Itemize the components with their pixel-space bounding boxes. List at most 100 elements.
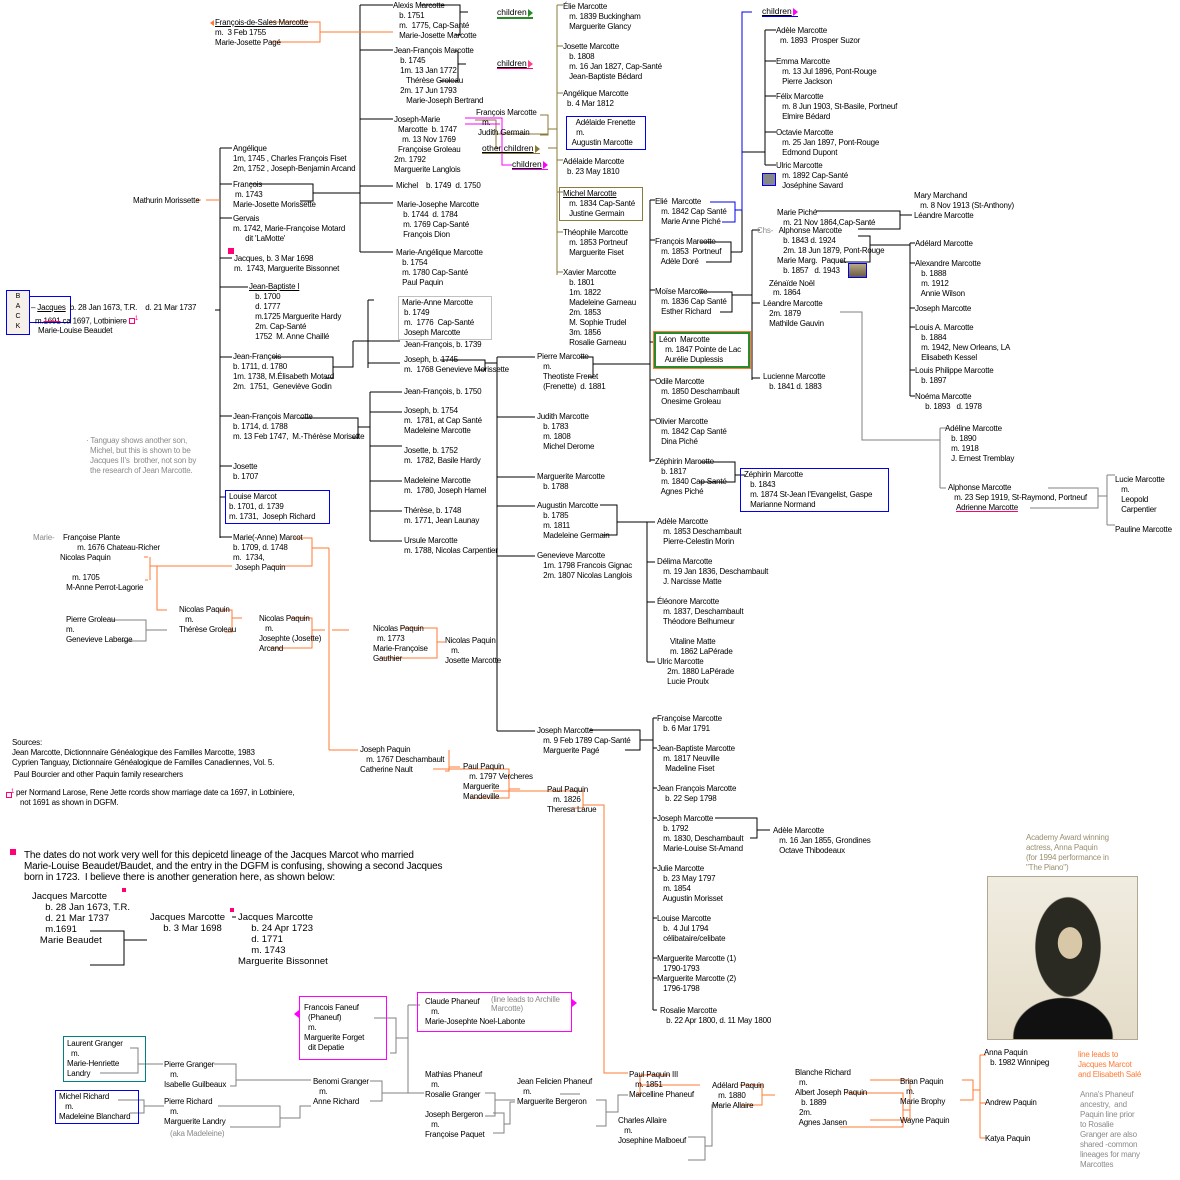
photo-thumbnail-icon[interactable]	[848, 263, 867, 278]
person-louise-box[interactable]: Louise Marcot b. 1701, d. 1739 m. 1731, …	[225, 490, 330, 524]
person-rosalie: Rosalie Marcotte b. 22 Apr 1800, d. 11 M…	[660, 1006, 772, 1025]
person-paul-paquin-iii: Paul Paquin III m. 1851 Marcelline Phane…	[629, 1070, 694, 1099]
person-louis-a: Louis A. Marcotte b. 1884 m. 1942, New O…	[915, 323, 1011, 362]
alt-jacques-1723: Jacques Marcotte b. 24 Apr 1723 d. 1771 …	[238, 912, 328, 967]
person-jacques-1698[interactable]: Jacques, b. 3 Mar 1698 m. 1743, Margueri…	[234, 254, 340, 273]
person-angelique: Angélique 1m, 1745 , Charles François Fi…	[233, 144, 356, 173]
person-pierre-granger: Pierre Granger m. Isabelle Guilbeaux	[164, 1060, 227, 1089]
alt-jacques-1673: Jacques Marcotte b. 28 Jan 1673, T.R. d.…	[32, 891, 131, 946]
person-michel-1749: Michel b. 1749 d. 1750	[396, 181, 481, 190]
person-paul-1797: Paul Paquin m. 1797 Vercheres Marguerite…	[463, 762, 533, 801]
person-benomi-granger: Benomi Granger m. Anne Richard	[313, 1077, 369, 1106]
note-marker-icon	[10, 849, 16, 855]
person-katya-paquin: Katya Paquin	[985, 1134, 1031, 1143]
person-jean-baptiste[interactable]: Jean-Baptiste I b. 1700 d. 1777 m.1725 M…	[249, 282, 342, 341]
root-name-link[interactable]: Jacques	[37, 303, 66, 312]
person-julie: Julie Marcotte b. 23 May 1797 m. 1854 Au…	[657, 864, 723, 903]
children-link-alexis[interactable]: children	[497, 7, 533, 19]
person-chs-alphonse: Alphonse Marcotte b. 1843 d. 1924 2m. 18…	[777, 226, 885, 275]
footnote-text: per Normand Larose, Rene Jette rcords sh…	[16, 788, 295, 807]
other-children-link[interactable]: other children	[482, 143, 540, 154]
person-ursule: Ursule Marcotte m. 1788, Nicolas Carpent…	[404, 536, 498, 555]
note-marker-icon[interactable]	[228, 248, 234, 254]
person-marie-angelique: Marie-Angélique Marcotte b. 1754 m. 1780…	[396, 248, 483, 287]
note-marker-icon	[230, 908, 234, 912]
link-label: children	[762, 6, 792, 16]
root-m: m.	[35, 316, 44, 326]
person-joseph-1792: Joseph Marcotte b. 1792 m. 1830, Descham…	[657, 814, 744, 853]
person-zephirin-1843-box[interactable]: Zéphirin Marcotte b. 1843 m. 1874 St-Jea…	[740, 468, 889, 512]
person-marguerite-2: Marguerite Marcotte (2) 1796-1798	[657, 974, 736, 993]
arrow-left-icon[interactable]	[210, 20, 214, 26]
person-marie-piche: Marie Piché m. 21 Nov 1864,Cap-Santé	[777, 208, 876, 227]
person-genevieve: Genevieve Marcotte 1m. 1798 Francois Gig…	[537, 551, 633, 580]
person-francois-faneuf-box[interactable]: Francois Faneuf (Phaneuf) m. Marguerite …	[299, 996, 387, 1060]
person-mathurin: Mathurin Morissette	[133, 196, 200, 205]
arrow-right-icon	[527, 8, 533, 17]
link-label: children	[497, 58, 527, 68]
person-josette-marcotte: Josette Marcotte b. 1808 m. 16 Jan 1827,…	[563, 42, 662, 81]
person-josette-1707: Josette b. 1707	[233, 462, 259, 481]
footnote-marker-icon	[6, 792, 12, 798]
person-olivier: Olivier Marcotte m. 1842 Cap Santé Dina …	[655, 417, 727, 446]
person-adele-1853: Adèle Marcotte m. 1853 Deschambault Pier…	[657, 517, 742, 546]
person-jf-1739: Jean-François, b. 1739	[404, 340, 482, 349]
person-pierre-richard: Pierre Richard m. Marguerite Landry	[164, 1097, 226, 1126]
root-death: d. 21 Mar 1737	[145, 303, 197, 312]
arrow-right-icon	[542, 160, 548, 169]
person-adelard: Adélard Marcotte	[915, 239, 973, 248]
arrow-right-icon[interactable]	[572, 999, 577, 1007]
person-alexis: Alexis Marcotte b. 1751 m. 1775, Cap-San…	[393, 1, 477, 40]
person-michel-richard-box[interactable]: Michel Richard m. Madeleine Blanchard	[55, 1090, 139, 1124]
person-ulric-1880: Ulric Marcotte 2m. 1880 LaPérade Lucie P…	[657, 657, 734, 686]
person-emma: Emma Marcotte m. 13 Jul 1896, Pont-Rouge…	[776, 57, 877, 86]
person-laurent-granger-box[interactable]: Laurent Granger m. Marie-Henriette Landr…	[63, 1036, 146, 1082]
arrow-left-icon[interactable]	[294, 1010, 299, 1018]
person-albert-joseph-paquin: Blanche Richard m. Albert Joseph Paquin …	[795, 1068, 868, 1127]
back-button[interactable]: B A C K	[6, 290, 30, 335]
person-eleonore: Éléonore Marcotte m. 1837, Deschambault …	[657, 597, 744, 626]
person-louis-philippe: Louis Philippe Marcotte b. 1897	[915, 366, 994, 385]
person-elie: Élie Marcotte m. 1839 Buckingham Marguer…	[563, 2, 641, 31]
person-judith: Judith Marcotte b. 1783 m. 1808 Michel D…	[537, 412, 595, 451]
person-ulric-1892: Ulric Marcotte m. 1892 Cap-Santé Joséphi…	[776, 161, 849, 190]
person-michel-marcotte-box[interactable]: Michel Marcotte m. 1834 Cap-Santé Justin…	[559, 187, 643, 221]
person-adrienne-link[interactable]: Adrienne Marcotte	[956, 503, 1018, 512]
claude-phaneuf-box[interactable]: Claude Phaneuf m. Marie-Josephte Noel-La…	[417, 992, 572, 1032]
link-label: other children	[482, 143, 534, 153]
person-marie-anne-1709: Marie(-Anne) Marcot b. 1709, d. 1748 m. …	[233, 533, 303, 572]
aka-note: (aka Madeleine)	[170, 1129, 225, 1138]
person-marie-anne-1749-box[interactable]: Marie-Anne Marcotte b. 1749 m. 1776 Cap-…	[398, 296, 492, 340]
person-leandre: Léandre Marcotte 2m. 1879 Mathilde Gauvi…	[763, 299, 824, 328]
person-jean-francois-1714: Jean-François Marcotte b. 1714, d. 1788 …	[233, 412, 365, 441]
root-marriage: m.1691 ca 1697, Lotbiniere 1	[35, 314, 138, 327]
sources-note: Sources: Jean Marcotte, Dictionnnaire Gé…	[12, 738, 275, 767]
person-charles-allaire: Charles Allaire m. Josephine Malboeuf	[618, 1116, 687, 1145]
person-xavier: Xavier Marcotte b. 1801 1m. 1822 Madelei…	[563, 268, 636, 347]
person-francois-de-sales[interactable]: François-de-Sales Marcotte m. 3 Feb 1755…	[215, 18, 309, 47]
person-adelaide-frenette-box[interactable]: Adélaide Frenette m. Augustin Marcotte	[566, 116, 646, 150]
person-josette-1752: Josette, b. 1752 m. 1782, Basile Hardy	[404, 446, 481, 465]
children-link-elie[interactable]: children	[762, 6, 798, 17]
person-nicolas-josette[interactable]: Nicolas Paquin m. Josette Marcotte	[445, 636, 501, 665]
person-adeline: Adéline Marcotte b. 1890 m. 1918 J. Erne…	[945, 424, 1015, 463]
back-label: B A C K	[15, 293, 21, 330]
person-gervais: Gervais m. 1742, Marie-Françoise Motard …	[233, 214, 346, 243]
dates-note: The dates do not work very well for this…	[24, 850, 443, 883]
person-leon-box[interactable]: Léon Marcotte m. 1847 Pointe de Lac Auré…	[653, 331, 751, 369]
children-link-josephmarie[interactable]: children	[512, 159, 548, 170]
person-joseph-bergeron: Joseph Bergeron m. Françoise Paquet	[425, 1110, 485, 1139]
person-marie-josephe: Marie-Josephe Marcotte b. 1744 d. 1784 m…	[397, 200, 479, 239]
person-nicolas-1705: Nicolas Paquin m. 1705 M-Anne Perrot-Lag…	[60, 553, 144, 592]
children-link-jf1745[interactable]: children	[497, 58, 533, 69]
person-francoise-1791: Françoise Marcotte b. 6 Mar 1791	[657, 714, 722, 733]
person-mathias-phaneuf: Mathias Phaneuf m. Rosalie Granger	[425, 1070, 483, 1099]
person-joseph-paquin: Joseph Paquin m. 1767 Deschambault Cathe…	[360, 745, 445, 774]
person-jf-1798: Jean François Marcotte b. 22 Sep 1798	[657, 784, 737, 803]
footnote-marker[interactable]	[128, 317, 135, 324]
back-arrow-icon[interactable]	[29, 296, 71, 323]
footnote-number: 1	[11, 789, 15, 795]
anna-ancestry-note: Anna's Phaneuf ancestry, and Paquin line…	[1080, 1090, 1140, 1169]
photo-thumbnail-icon[interactable]	[762, 173, 776, 186]
